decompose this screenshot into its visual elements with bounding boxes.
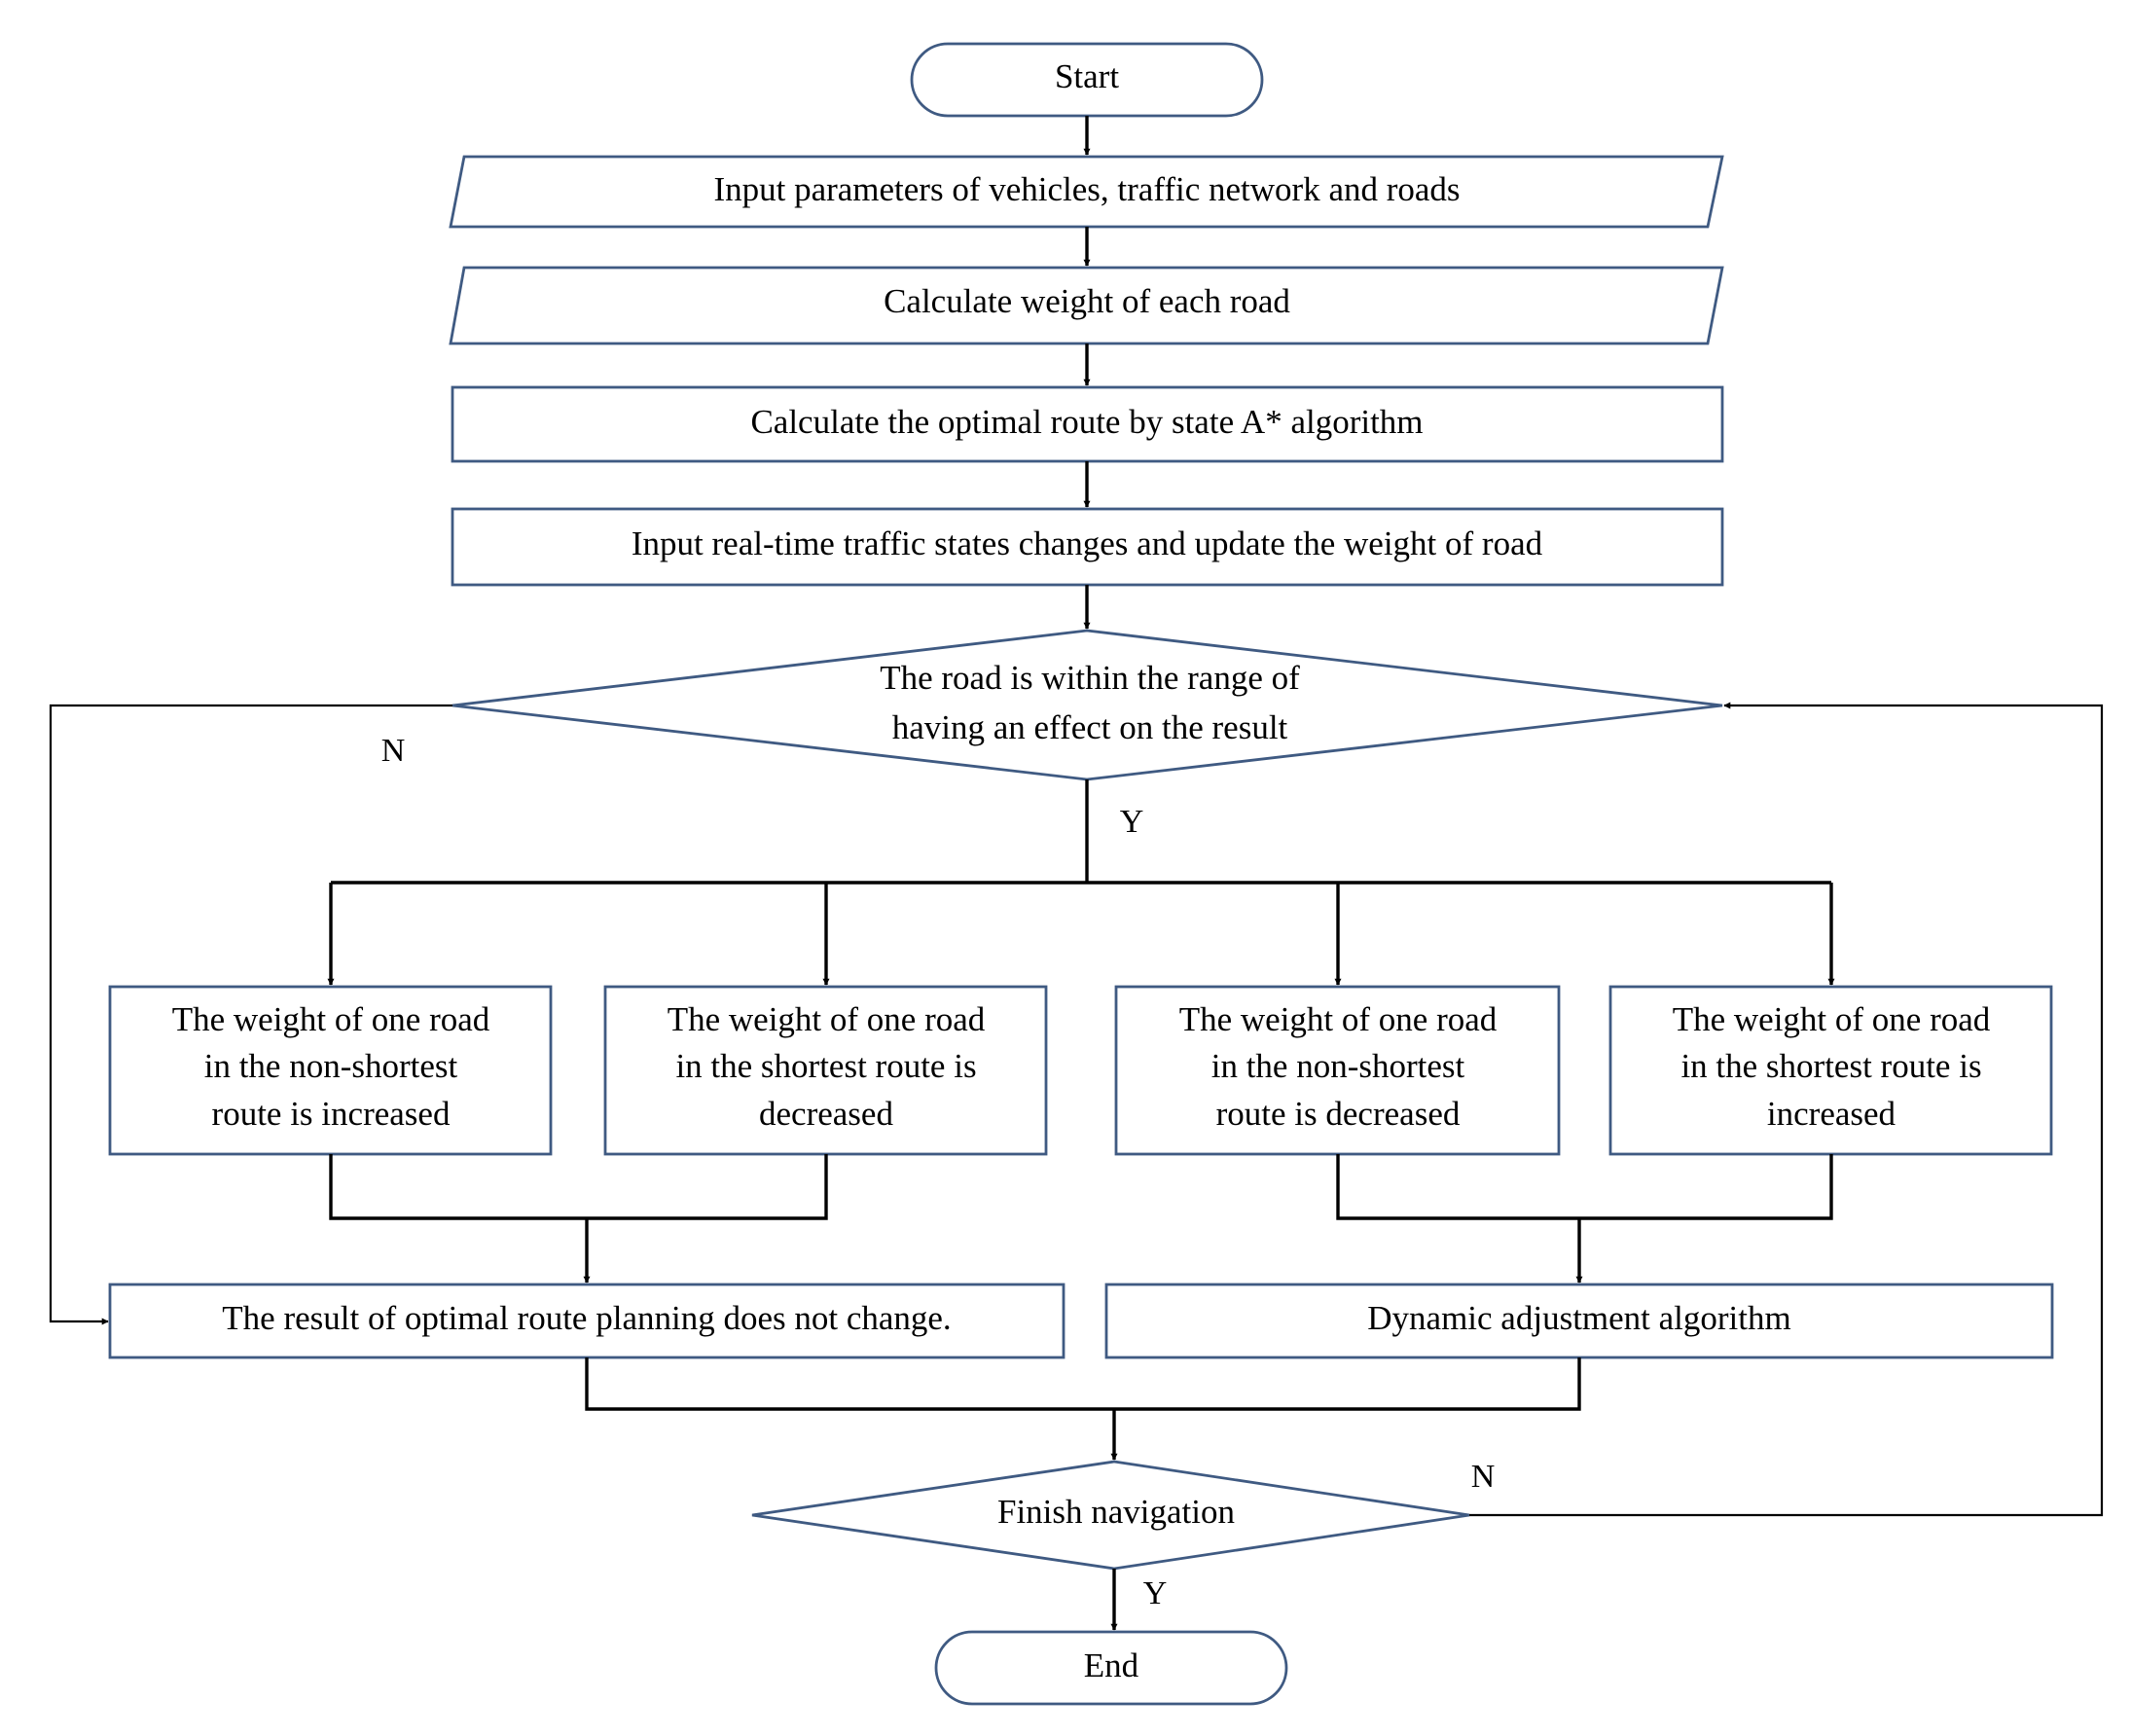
case-4-line3: increased xyxy=(1767,1095,1896,1133)
case-3-line1: The weight of one road xyxy=(1179,1000,1498,1038)
arrow-range-no-loop xyxy=(49,704,452,1325)
case-3-line3: route is decreased xyxy=(1216,1095,1461,1133)
no-change-node: The result of optimal route planning doe… xyxy=(108,1283,1066,1359)
case-2-line1: The weight of one road xyxy=(668,1000,986,1038)
finish-yes-label: Y xyxy=(1143,1575,1168,1611)
finish-decision-node: Finish navigation xyxy=(751,1460,1470,1571)
arrow-finish-no-loop xyxy=(1469,702,2104,1517)
calculate-route-label: Calculate the optimal route by state A* … xyxy=(750,403,1423,441)
case-box-1: The weight of one road in the non-shorte… xyxy=(108,985,553,1156)
no-change-label: The result of optimal route planning doe… xyxy=(222,1299,951,1337)
finish-no-label: N xyxy=(1471,1459,1496,1495)
connector-merge-right xyxy=(1336,1154,1833,1220)
case-1-line3: route is increased xyxy=(212,1095,451,1133)
dynamic-adjustment-node: Dynamic adjustment algorithm xyxy=(1104,1283,2054,1359)
dynamic-adjustment-label: Dynamic adjustment algorithm xyxy=(1367,1299,1790,1337)
case-4-line2: in the shortest route is xyxy=(1680,1047,1981,1085)
case-4-line1: The weight of one road xyxy=(1673,1000,1991,1038)
case-1-line2: in the non-shortest xyxy=(204,1047,458,1085)
case-2-line2: in the shortest route is xyxy=(675,1047,976,1085)
input-realtime-node: Input real-time traffic states changes a… xyxy=(451,507,1724,587)
connector-merge-left xyxy=(329,1154,828,1220)
case-3-line2: in the non-shortest xyxy=(1211,1047,1465,1085)
start-node: Start xyxy=(910,42,1264,118)
connector-merge-results xyxy=(585,1357,1581,1411)
start-label: Start xyxy=(1055,57,1119,95)
range-decision-node: The road is within the range of having a… xyxy=(451,629,1723,781)
input-parameters-node: Input parameters of vehicles, traffic ne… xyxy=(449,155,1724,229)
range-no-label: N xyxy=(381,733,406,769)
case-box-2: The weight of one road in the shortest r… xyxy=(603,985,1048,1156)
input-parameters-label: Input parameters of vehicles, traffic ne… xyxy=(713,170,1460,208)
range-decision-line1: The road is within the range of xyxy=(880,659,1300,697)
case-box-3: The weight of one road in the non-shorte… xyxy=(1114,985,1561,1156)
calculate-weight-node: Calculate weight of each road xyxy=(449,266,1724,345)
case-box-4: The weight of one road in the shortest r… xyxy=(1608,985,2053,1156)
range-decision-line2: having an effect on the result xyxy=(892,708,1288,746)
input-realtime-label: Input real-time traffic states changes a… xyxy=(632,524,1543,562)
range-yes-label: Y xyxy=(1120,804,1144,840)
finish-decision-label: Finish navigation xyxy=(997,1493,1235,1531)
case-2-line3: decreased xyxy=(759,1095,893,1133)
case-1-line1: The weight of one road xyxy=(172,1000,490,1038)
end-label: End xyxy=(1084,1646,1139,1684)
calculate-weight-label: Calculate weight of each road xyxy=(884,282,1290,320)
end-node: End xyxy=(934,1630,1288,1706)
calculate-route-node: Calculate the optimal route by state A* … xyxy=(451,385,1724,463)
